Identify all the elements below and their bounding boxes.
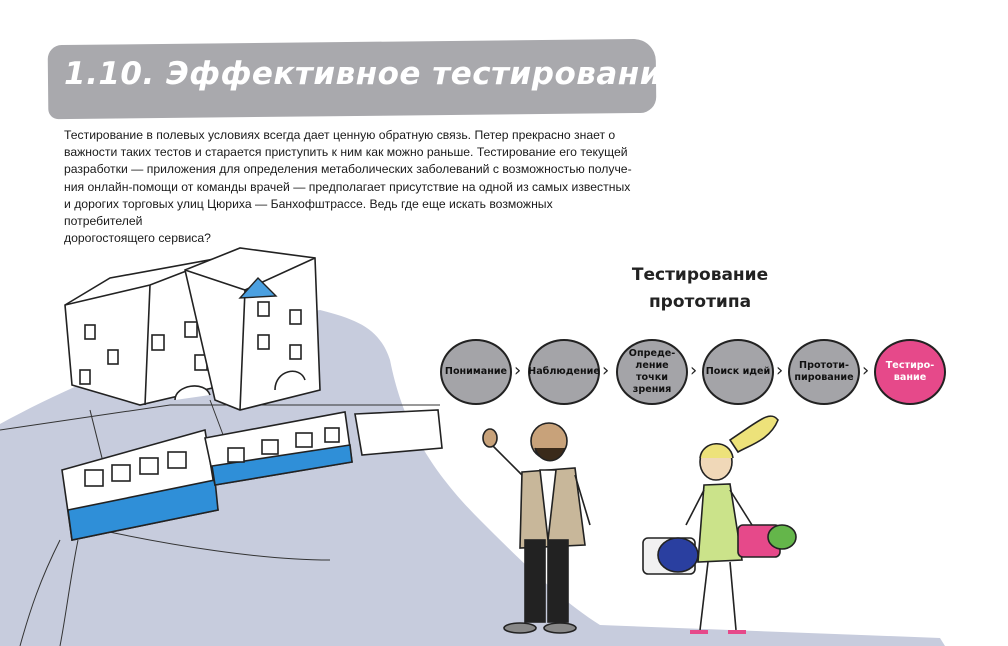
tram-tracks xyxy=(19,529,331,646)
building-right xyxy=(184,247,321,411)
step-arrow: › xyxy=(514,360,522,381)
shopping-bag-blue xyxy=(657,537,699,573)
step-prototyping: Прототи- пирование xyxy=(788,339,860,405)
woman-figure xyxy=(642,415,797,634)
step-arrow: › xyxy=(862,360,870,381)
tram-rear-car xyxy=(204,411,353,486)
step-understanding: Понимание xyxy=(440,339,512,405)
step-arrow: › xyxy=(602,360,610,381)
section-title: 1.10. Эффективное тестирование xyxy=(64,56,684,92)
man-figure xyxy=(482,422,591,634)
man-raised-hand xyxy=(482,428,498,448)
step-point-of-view: Опреде- ление точки зрения xyxy=(616,339,688,405)
step-testing: Тестиро- вание xyxy=(874,339,946,405)
blue-gable xyxy=(238,276,278,299)
step-observation: Наблюдение xyxy=(528,339,600,405)
body-paragraph: Тестирование в полевых условиях всегда д… xyxy=(64,128,632,246)
shopping-bag-green xyxy=(767,524,797,550)
tram-front-car xyxy=(61,428,219,541)
process-steps: Понимание › Наблюдение › Опреде- ление т… xyxy=(440,339,960,411)
step-arrow: › xyxy=(690,360,698,381)
step-ideation: Поиск идей xyxy=(702,339,774,405)
step-arrow: › xyxy=(776,360,784,381)
building-left xyxy=(64,257,226,406)
woman-ponytail xyxy=(728,415,779,454)
process-title: Тестирование прототипа xyxy=(600,262,800,316)
process-title-line1: Тестирование xyxy=(631,265,769,285)
tram-tail-car xyxy=(354,409,443,456)
process-title-line2: прототипа xyxy=(648,292,752,312)
